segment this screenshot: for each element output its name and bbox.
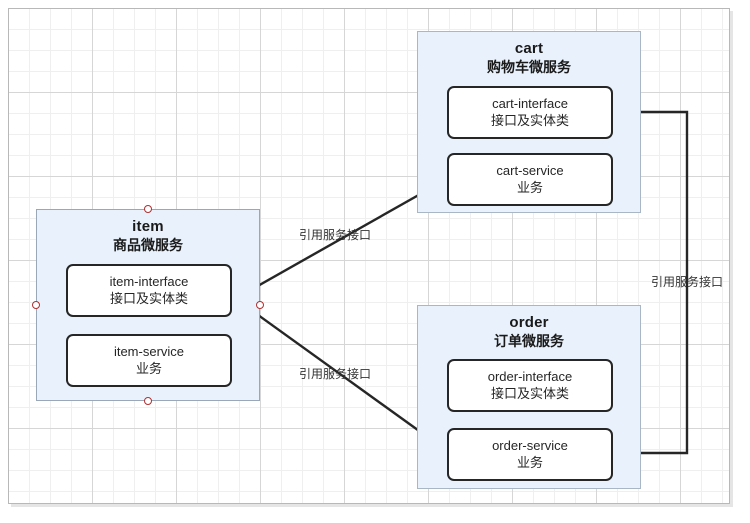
module-name-order-service: order-service [492,438,568,453]
group-subtitle-item: 商品微服务 [113,237,183,253]
service-group-cart[interactable]: cart 购物车微服务 cart-interface 接口及实体类 cart-s… [417,31,641,213]
module-name-item-interface: item-interface [109,274,189,289]
group-subtitle-order: 订单微服务 [494,333,564,349]
service-group-order[interactable]: order 订单微服务 order-interface 接口及实体类 order… [417,305,641,489]
service-group-item[interactable]: item 商品微服务 item-interface 接口及实体类 item-se… [36,209,260,401]
module-item-service[interactable]: item-service 业务 [66,334,232,387]
group-title-cart: cart [514,40,544,57]
group-subtitle-cart: 购物车微服务 [487,59,571,75]
module-name-cart-interface: cart-interface [492,96,568,111]
module-name-cart-service: cart-service [496,163,564,178]
module-item-interface[interactable]: item-interface 接口及实体类 [66,264,232,317]
module-name-order-interface: order-interface [487,369,573,384]
module-desc-item-interface: 接口及实体类 [109,291,188,306]
module-order-interface[interactable]: order-interface 接口及实体类 [447,359,613,412]
resize-handle-left[interactable] [32,301,40,309]
edge-label-cart-to-order: 引用服务接口 [651,275,724,289]
resize-handle-top[interactable] [144,205,152,213]
edge-label-item-to-cart: 引用服务接口 [299,228,372,242]
group-title-item: item [132,218,164,235]
module-desc-cart-interface: 接口及实体类 [490,113,569,128]
resize-handle-bottom[interactable] [144,397,152,405]
module-name-item-service: item-service [113,344,185,359]
module-desc-item-service: 业务 [135,361,162,376]
edge-label-item-to-order: 引用服务接口 [299,367,372,381]
module-cart-interface[interactable]: cart-interface 接口及实体类 [447,86,613,139]
module-desc-order-interface: 接口及实体类 [490,386,569,401]
module-desc-cart-service: 业务 [516,180,543,195]
group-title-order: order [509,314,549,331]
module-cart-service[interactable]: cart-service 业务 [447,153,613,206]
module-order-service[interactable]: order-service 业务 [447,428,613,481]
module-desc-order-service: 业务 [516,455,543,470]
resize-handle-right[interactable] [256,301,264,309]
